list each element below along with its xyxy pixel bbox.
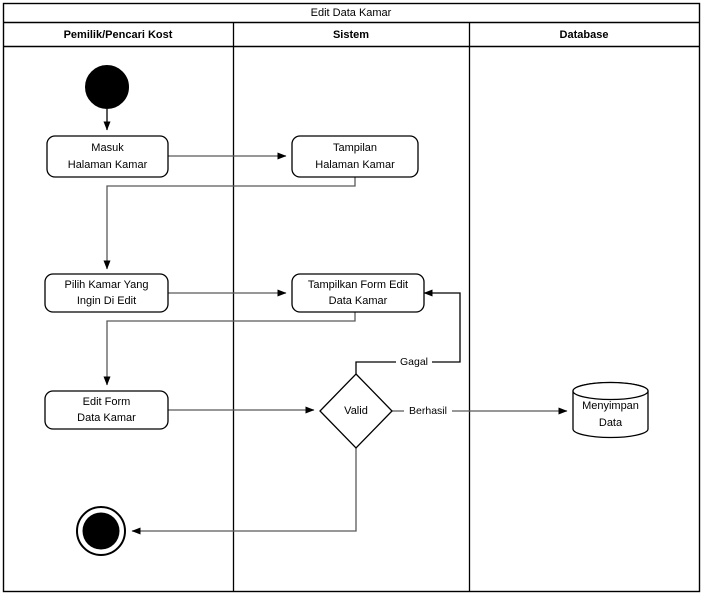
activity-edit-form-data-kamar-line2: Data Kamar xyxy=(77,412,136,424)
activity-tampilkan-form-edit-line2: Data Kamar xyxy=(329,295,388,307)
lane-header-actor: Pemilik/Pencari Kost xyxy=(64,29,173,41)
activity-tampilkan-form-edit[interactable]: Tampilkan Form Edit Data Kamar xyxy=(291,273,425,313)
edge-valid-to-end xyxy=(131,448,357,535)
activity-tampilan-halaman-kamar-line1: Tampilan xyxy=(333,142,377,154)
initial-node xyxy=(85,65,129,109)
activity-tampilan-halaman-kamar[interactable]: Tampilan Halaman Kamar xyxy=(291,135,419,178)
datastore-menyimpan-data[interactable]: Menyimpan Data xyxy=(572,381,649,439)
activity-masuk-halaman-kamar-box xyxy=(46,135,169,178)
activity-pilih-kamar[interactable]: Pilih Kamar Yang Ingin Di Edit xyxy=(44,273,169,313)
decision-valid[interactable]: Valid xyxy=(319,373,393,449)
datastore-cylinder-top xyxy=(572,381,649,401)
activity-pilih-kamar-line2: Ingin Di Edit xyxy=(77,295,136,307)
final-node xyxy=(76,506,126,556)
edge-label-gagal: Gagal xyxy=(400,356,428,368)
edge-tampilkan-form-to-edit-form xyxy=(103,311,356,386)
activity-masuk-halaman-kamar[interactable]: Masuk Halaman Kamar xyxy=(46,135,169,178)
datastore-menyimpan-data-line1: Menyimpan xyxy=(582,400,639,412)
decision-valid-shape xyxy=(319,373,393,449)
edge-label-berhasil-bg xyxy=(404,403,452,418)
final-node-inner-disc xyxy=(82,512,120,550)
activity-tampilkan-form-edit-line1: Tampilkan Form Edit xyxy=(308,279,408,291)
activity-edit-form-data-kamar-box xyxy=(44,390,169,430)
edge-label-gagal-bg xyxy=(396,354,432,369)
activity-tampilan-halaman-kamar-box xyxy=(291,135,419,178)
page-title: Edit Data Kamar xyxy=(311,7,392,19)
lane-header-database: Database xyxy=(560,29,609,41)
lane-header-system: Sistem xyxy=(333,29,369,41)
activity-masuk-halaman-kamar-line1: Masuk xyxy=(91,142,124,154)
activity-tampilan-halaman-kamar-line2: Halaman Kamar xyxy=(315,159,395,171)
edge-label-berhasil: Berhasil xyxy=(409,405,447,417)
activity-pilih-kamar-line1: Pilih Kamar Yang xyxy=(65,279,149,291)
activity-edit-form-data-kamar[interactable]: Edit Form Data Kamar xyxy=(44,390,169,430)
activity-tampilkan-form-edit-box xyxy=(291,273,425,313)
edge-tampilan-to-pilih xyxy=(103,176,356,270)
decision-valid-label: Valid xyxy=(344,405,368,417)
edge-valid-gagal-to-tampilkan-form xyxy=(355,289,461,374)
datastore-menyimpan-data-line2: Data xyxy=(599,417,623,429)
activity-pilih-kamar-box xyxy=(44,273,169,313)
activity-masuk-halaman-kamar-line2: Halaman Kamar xyxy=(68,159,148,171)
activity-edit-form-data-kamar-line1: Edit Form xyxy=(83,396,131,408)
